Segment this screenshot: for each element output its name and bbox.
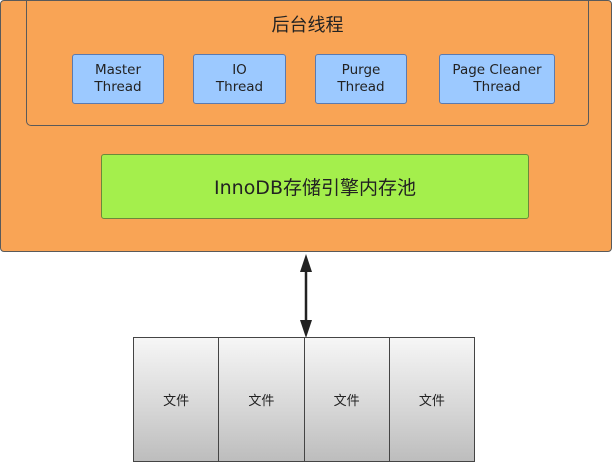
file-box: 文件 bbox=[303, 338, 389, 461]
files-group: 文件 文件 文件 文件 bbox=[133, 337, 475, 462]
file-box: 文件 bbox=[388, 338, 474, 461]
file-box: 文件 bbox=[218, 338, 304, 461]
background-threads-title: 后台线程 bbox=[271, 15, 344, 36]
memory-pool-box: InnoDB存储引擎内存池 bbox=[101, 154, 529, 219]
file-box: 文件 bbox=[134, 338, 219, 461]
